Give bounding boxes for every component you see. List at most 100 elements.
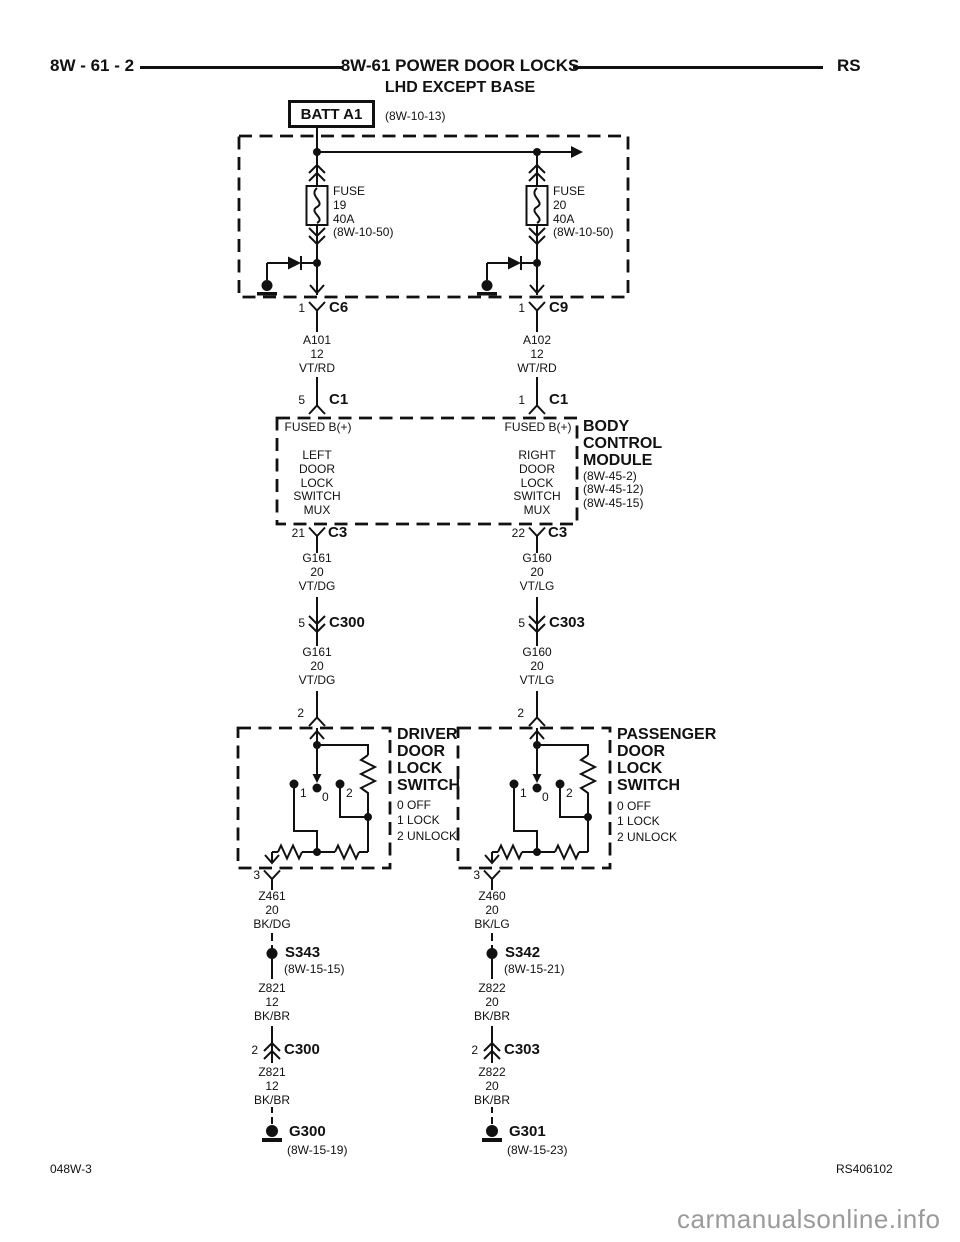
desc-line: DOOR bbox=[298, 461, 335, 476]
connector-c1-left-label: C1 bbox=[329, 391, 349, 408]
title-line: DOOR bbox=[617, 743, 665, 760]
desc-line: SWITCH bbox=[513, 489, 561, 504]
right-ground-column bbox=[482, 933, 502, 1142]
wire-color: BK/DG bbox=[253, 916, 291, 931]
pin-number-c303-top: 5 bbox=[518, 616, 525, 630]
title-line: DOOR bbox=[397, 743, 445, 760]
pin-number-switch-out-right: 3 bbox=[473, 868, 480, 882]
page-subtitle: LHD EXCEPT BASE bbox=[384, 79, 536, 96]
wire-gauge: 12 bbox=[265, 994, 279, 1009]
wire-label-z822-lower: Z822 20 BK/BR bbox=[474, 1065, 510, 1107]
wire-gauge: 20 bbox=[485, 1078, 499, 1093]
wire-color: BK/BR bbox=[253, 1008, 291, 1023]
connector-c300-top-label: C300 bbox=[329, 614, 365, 631]
wire-code: Z822 bbox=[478, 981, 506, 995]
fuse-19-label: FUSE 19 40A (8W-10-50) bbox=[333, 184, 394, 240]
wire-color: VT/DG bbox=[298, 672, 336, 687]
wire-code: G160 bbox=[522, 645, 552, 659]
desc-line: LOCK bbox=[520, 475, 554, 490]
wire-gauge: 20 bbox=[485, 902, 499, 917]
passenger-contact-1: 1 bbox=[520, 786, 527, 800]
wire-code: Z822 bbox=[478, 1065, 506, 1079]
battery-feed-ref: (8W-10-13) bbox=[385, 109, 446, 123]
title-line: BODY bbox=[583, 418, 630, 435]
wire-color: WT/RD bbox=[517, 360, 557, 375]
position-line: 0 OFF bbox=[397, 798, 432, 812]
wire-code: A102 bbox=[522, 333, 552, 347]
passenger-switch-title: PASSENGER DOOR LOCK SWITCH bbox=[617, 726, 716, 794]
title-line: SWITCH bbox=[397, 777, 461, 794]
fuse-19-branch bbox=[257, 152, 328, 296]
title-line: DRIVER bbox=[397, 726, 458, 743]
connector-c3-left-label: C3 bbox=[328, 524, 348, 541]
wire-color: VT/RD bbox=[299, 360, 335, 375]
ground-g301-label: G301 bbox=[509, 1123, 546, 1140]
fuse-number: 19 bbox=[333, 197, 347, 212]
fuse-ref: (8W-10-50) bbox=[333, 225, 394, 240]
header-rule-left bbox=[140, 66, 342, 70]
connector-c300-bottom-label: C300 bbox=[284, 1041, 320, 1058]
bcm-left-pin-desc: LEFT DOOR LOCK SWITCH MUX bbox=[293, 448, 341, 518]
title-line: CONTROL bbox=[583, 435, 663, 452]
pin-number-c300-top: 5 bbox=[298, 616, 305, 630]
desc-line: SWITCH bbox=[293, 489, 341, 504]
position-line: 0 OFF bbox=[617, 799, 652, 813]
title-line: SWITCH bbox=[617, 777, 681, 794]
wire-color: BK/LG bbox=[474, 916, 510, 931]
fuse-rating: 40A bbox=[333, 211, 355, 226]
passenger-switch-positions: 0 OFF 1 LOCK 2 UNLOCK bbox=[617, 799, 677, 845]
desc-line: LOCK bbox=[300, 475, 334, 490]
desc-line: MUX bbox=[303, 503, 331, 518]
wire-code: G161 bbox=[302, 551, 332, 565]
wire-label-z821-lower: Z821 12 BK/BR bbox=[253, 1065, 291, 1107]
bcm-box-border bbox=[275, 416, 579, 526]
splice-s342-ref: (8W-15-21) bbox=[504, 962, 565, 976]
pin-number-switch-out-left: 3 bbox=[253, 868, 260, 882]
wire-label-g160-lower: G160 20 VT/LG bbox=[520, 645, 555, 687]
wire-code: G161 bbox=[302, 645, 332, 659]
ref-line: (8W-45-2) bbox=[583, 469, 637, 483]
pin-number-c300-bottom: 2 bbox=[251, 1043, 258, 1057]
connector-c1-right-label: C1 bbox=[549, 391, 569, 408]
footer-sheet-code: 048W-3 bbox=[50, 1162, 92, 1176]
wire-gauge: 12 bbox=[265, 1078, 279, 1093]
fuse-20-label: FUSE 20 40A (8W-10-50) bbox=[553, 184, 613, 240]
ref-line: (8W-45-15) bbox=[583, 495, 644, 510]
driver-contact-1: 1 bbox=[300, 786, 307, 800]
driver-contact-0: 0 bbox=[322, 790, 329, 804]
connector-c9-label: C9 bbox=[549, 299, 569, 316]
fuse-word: FUSE bbox=[333, 184, 366, 198]
wire-color: VT/DG bbox=[298, 578, 336, 593]
passenger-switch-circuit bbox=[458, 728, 610, 890]
wire-code: Z461 bbox=[258, 889, 286, 903]
bcm-right-pin-desc: RIGHT DOOR LOCK SWITCH MUX bbox=[513, 448, 561, 518]
ref-line: (8W-45-12) bbox=[583, 482, 644, 497]
pin-number-c9: 1 bbox=[518, 301, 525, 315]
wire-label-a102: A102 12 WT/RD bbox=[517, 333, 557, 375]
wire-label-a101: A101 12 VT/RD bbox=[299, 333, 335, 375]
pin-number-c6: 1 bbox=[298, 301, 305, 315]
position-line: 1 LOCK bbox=[617, 814, 660, 829]
wire-color: BK/BR bbox=[473, 1008, 511, 1023]
fuse-rating: 40A bbox=[553, 211, 575, 226]
passenger-contact-0: 0 bbox=[542, 790, 549, 804]
pin-number-c3-left: 21 bbox=[291, 526, 305, 540]
wire-label-g161-lower: G161 20 VT/DG bbox=[298, 645, 336, 687]
wire-label-g160-upper: G160 20 VT/LG bbox=[520, 551, 555, 593]
wire-label-z461: Z461 20 BK/DG bbox=[253, 889, 291, 931]
title-line: PASSENGER bbox=[617, 726, 717, 743]
wire-code: G160 bbox=[522, 551, 552, 565]
wire-gauge: 20 bbox=[265, 902, 279, 917]
title-line: LOCK bbox=[397, 760, 443, 777]
bcm-refs: (8W-45-2) (8W-45-12) (8W-45-15) bbox=[583, 469, 644, 510]
wire-color: BK/BR bbox=[253, 1092, 291, 1107]
wire-gauge: 12 bbox=[310, 346, 324, 361]
pin-number-c1-left: 5 bbox=[298, 393, 305, 407]
wire-label-z460: Z460 20 BK/LG bbox=[474, 889, 510, 931]
ground-g300-label: G300 bbox=[289, 1123, 326, 1140]
wire-gauge: 12 bbox=[530, 346, 544, 361]
title-line: LOCK bbox=[617, 760, 663, 777]
bcm-title: BODY CONTROL MODULE bbox=[583, 418, 662, 469]
header-rule-right bbox=[573, 66, 823, 70]
